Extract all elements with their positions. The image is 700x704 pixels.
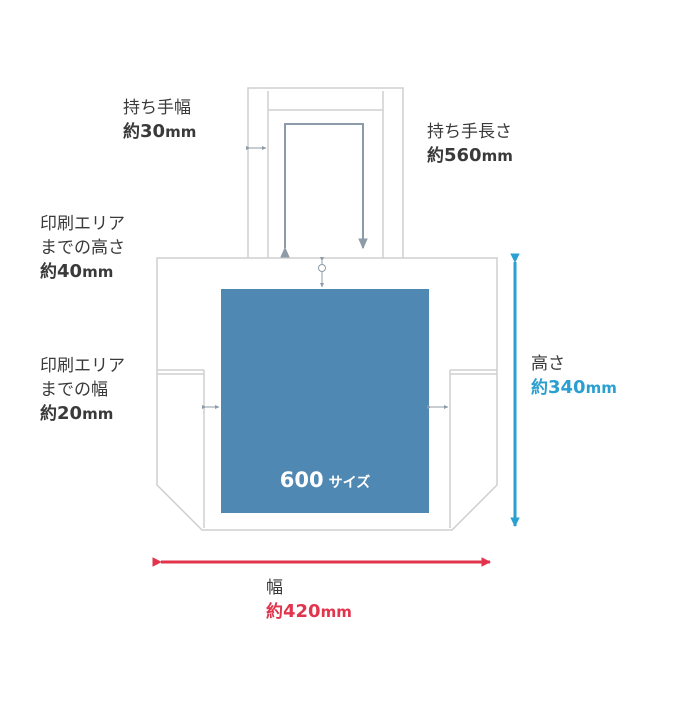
width-title: 幅 (266, 578, 283, 598)
bag-gussets (157, 369, 497, 528)
height-title: 高さ (531, 354, 565, 374)
print-area-size-number: 600 (279, 468, 324, 492)
print-side-margin-label: 印刷エリア までの幅 約20mm (40, 354, 125, 426)
print-side-value: 約20mm (40, 403, 114, 424)
print-area-size-label: 600 サイズ (221, 467, 429, 496)
width-label: 幅 約420mm (266, 576, 352, 624)
bag-handle (247, 87, 404, 258)
height-value: 約340mm (531, 377, 617, 398)
handle-length-title: 持ち手長さ (427, 122, 512, 142)
handle-width-label: 持ち手幅 約30mm (123, 96, 196, 144)
print-side-line2: までの幅 (40, 380, 108, 400)
handle-length-label: 持ち手長さ 約560mm (427, 120, 513, 168)
handle-length-guide (280, 123, 368, 258)
print-area (221, 289, 429, 513)
print-area-size-text: サイズ (328, 475, 371, 491)
print-side-line1: 印刷エリア (40, 356, 125, 376)
print-top-line1: 印刷エリア (40, 214, 125, 234)
top-margin-indicator (318, 257, 326, 288)
width-value: 約420mm (266, 601, 352, 622)
height-label: 高さ 約340mm (531, 352, 617, 400)
print-top-line2: までの高さ (40, 238, 125, 258)
print-top-value: 約40mm (40, 261, 114, 282)
handle-width-value: 約30mm (123, 121, 197, 142)
handle-length-value: 約560mm (427, 145, 513, 166)
print-top-margin-label: 印刷エリア までの高さ 約40mm (40, 212, 125, 284)
handle-width-title: 持ち手幅 (123, 98, 191, 118)
